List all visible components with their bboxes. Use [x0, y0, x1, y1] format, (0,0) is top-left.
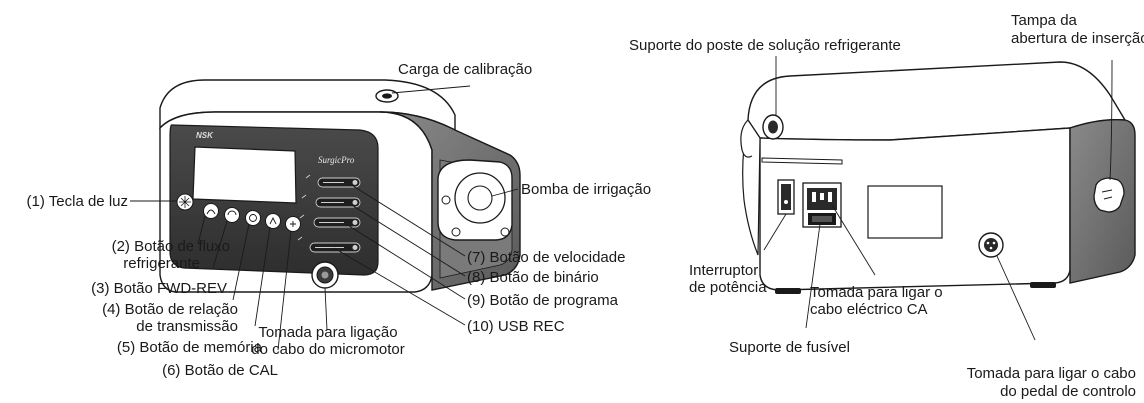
brand-logo: NSK [196, 131, 214, 140]
coolant-flow-button[interactable] [203, 203, 219, 219]
rear-unit [740, 61, 1136, 294]
label-coolant-flow-button-line2: refrigerante [123, 255, 200, 272]
fwd-rev-button[interactable] [224, 207, 240, 223]
label-light-key: (1) Tecla de luz [26, 193, 128, 210]
label-power-switch-line1: Interruptor [689, 262, 759, 279]
label-gear-ratio-button-line1: (4) Botão de relação [102, 301, 238, 318]
program-button[interactable] [313, 217, 361, 228]
label-memory-button: (5) Botão de memória [116, 339, 262, 356]
label-foot-socket-line1: Tomada para ligar o cabo [966, 365, 1136, 382]
label-usb-rec: (10) USB REC [467, 318, 565, 335]
irrigation-pump [437, 159, 513, 241]
label-ac-inlet-line2: cabo eléctrico CA [810, 301, 928, 318]
label-irrigation-pump: Bomba de irrigação [521, 181, 652, 198]
label-calibration-load: Carga de calibração [398, 61, 533, 78]
label-fuse-holder: Suporte de fusível [729, 339, 850, 356]
ac-power-inlet [802, 182, 842, 228]
speed-button[interactable] [317, 177, 361, 188]
fuse-holder [808, 213, 836, 225]
label-ac-inlet-line1: Tomada para ligar o [810, 284, 943, 301]
rating-label-plate [867, 185, 943, 239]
label-coolant-pole-holder: Suporte do poste de solução refrigerante [629, 37, 901, 54]
label-speed-button: (7) Botão de velocidade [467, 249, 626, 266]
label-program-button: (9) Botão de programa [467, 292, 618, 309]
model-logo: SurgicPro [318, 155, 355, 165]
calibration-load-port-inner [382, 93, 392, 99]
memory-button[interactable] [265, 213, 281, 229]
leader-lines [130, 56, 1113, 351]
label-insertion-cover-line2: abertura de inserção [1011, 30, 1144, 47]
label-torque-button: (8) Botão de binário [467, 269, 599, 286]
lcd-display [192, 146, 297, 204]
label-gear-ratio-button-line2: de transmissão [136, 318, 238, 335]
micromotor-cable-socket [311, 261, 339, 289]
coolant-pole-holder [740, 114, 784, 158]
label-fwd-rev-button: (3) Botão FWD-REV [91, 280, 227, 297]
usb-rec-button[interactable] [309, 242, 361, 253]
front-unit: NSK SurgicPro [159, 79, 521, 293]
foot-control-socket [978, 232, 1004, 258]
torque-button[interactable] [315, 197, 361, 208]
gear-ratio-button[interactable] [245, 210, 261, 226]
label-cal-button: (6) Botão de CAL [162, 362, 278, 379]
cal-button[interactable] [285, 216, 301, 232]
insertion-opening-cover [1093, 177, 1125, 213]
label-insertion-cover-line1: Tampa da [1011, 12, 1077, 29]
power-switch[interactable] [777, 179, 795, 215]
rear-slot [761, 157, 843, 165]
label-coolant-flow-button-line1: (2) Botão de fluxo [111, 238, 230, 255]
light-key[interactable] [176, 193, 194, 211]
label-micromotor-socket-line2: do cabo do micromotor [251, 341, 405, 358]
label-power-switch-line2: de potência [689, 279, 767, 296]
label-foot-socket-line2: do pedal de controlo [1000, 383, 1136, 400]
label-micromotor-socket-line1: Tomada para ligação [258, 324, 398, 341]
